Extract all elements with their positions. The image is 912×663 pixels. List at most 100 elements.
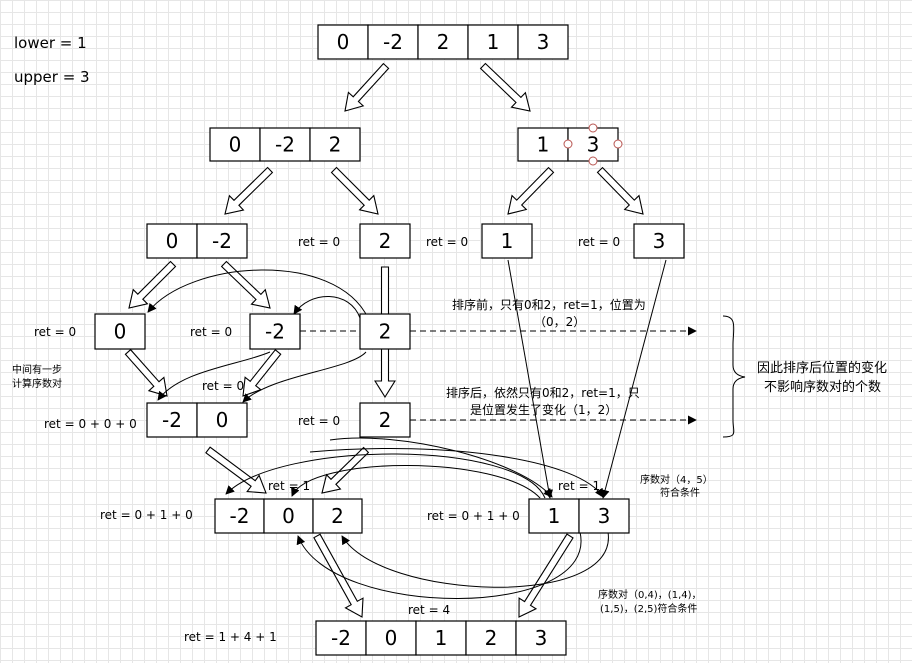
block-arrow xyxy=(330,166,379,215)
curve-final-1 xyxy=(296,531,582,599)
block-arrow xyxy=(344,62,390,112)
array-cell-value: 3 xyxy=(598,504,611,528)
array-cell-value: -2 xyxy=(331,626,351,650)
array-cell[interactable] xyxy=(309,127,361,162)
note-pair45-1: 序数对（4，5） xyxy=(640,473,713,486)
note-conclusion-1: 因此排序后位置的变化 xyxy=(757,360,887,376)
array-cell[interactable] xyxy=(209,127,261,162)
array-cell[interactable] xyxy=(467,24,519,60)
array-cell-value: 1 xyxy=(501,229,514,253)
array-cell-value: 3 xyxy=(587,133,600,157)
curve-swap-top-1 xyxy=(147,269,369,319)
ret-l5-left: ret = 0 + 1 + 0 xyxy=(100,508,193,522)
array-cell-value: -2 xyxy=(265,320,285,344)
array-cell-value: 2 xyxy=(379,408,392,432)
array-cell[interactable] xyxy=(517,127,569,162)
note-after-sort-1: 排序后，依然只有0和2，ret=1，只 xyxy=(446,385,640,400)
ret-l4-top: ret = 0 xyxy=(202,379,244,393)
array-cell-value: 2 xyxy=(379,320,392,344)
array-cell[interactable] xyxy=(146,402,198,438)
array-cell[interactable] xyxy=(517,24,569,60)
array-cell-value: 3 xyxy=(537,30,550,54)
block-arrow xyxy=(220,260,271,309)
array-cell-value: 0 xyxy=(385,626,398,650)
array-cell-value: 0 xyxy=(229,133,242,157)
array-l3-two: 2 xyxy=(359,313,411,350)
array-cell-value: -2 xyxy=(275,133,295,157)
array-cell-value: 1 xyxy=(435,626,448,650)
ret-final-top: ret = 4 xyxy=(408,603,450,617)
array-cell[interactable] xyxy=(578,498,630,534)
arrow-three-down xyxy=(600,259,667,499)
lower-param: lower = 1 xyxy=(14,34,87,52)
note-middle-step-1: 中间有一步 xyxy=(12,363,62,376)
array-l3-zero: 0 xyxy=(94,313,146,350)
array-cell-value: 1 xyxy=(537,133,550,157)
ret-l5-right-top: ret = 1 xyxy=(558,479,600,493)
array-l3-neg2: -2 xyxy=(249,313,301,350)
array-cell[interactable] xyxy=(315,620,367,656)
ret-l2-three: ret = 0 xyxy=(578,235,620,249)
selection-handles[interactable] xyxy=(563,123,623,166)
array-cell-value: -2 xyxy=(212,229,232,253)
array-cell-value: 2 xyxy=(329,133,342,157)
array-cell-value: -2 xyxy=(162,408,182,432)
array-cell[interactable] xyxy=(263,498,314,534)
curve-swap-mid-2 xyxy=(242,351,367,403)
curve-final-2 xyxy=(341,531,609,588)
array-cell[interactable] xyxy=(359,223,411,259)
array-cell[interactable] xyxy=(259,127,311,162)
array-cell-value: -2 xyxy=(230,504,250,528)
array-cell[interactable] xyxy=(359,313,411,350)
array-cell[interactable] xyxy=(417,24,469,60)
array-cell[interactable] xyxy=(481,223,533,259)
array-l4-merged: -2 0 xyxy=(146,402,248,438)
array-cell-value: 0 xyxy=(337,30,350,54)
block-arrow xyxy=(124,348,168,397)
array-cell-value: 0 xyxy=(282,504,295,528)
array-cell[interactable] xyxy=(196,402,248,438)
array-l2-two: 2 xyxy=(359,223,411,259)
block-arrow xyxy=(128,260,177,309)
array-cell-value: -2 xyxy=(383,30,403,54)
block-arrow xyxy=(518,533,574,618)
ret-l5-right: ret = 0 + 1 + 0 xyxy=(427,509,520,523)
array-cell[interactable] xyxy=(94,313,146,350)
ret-l2-two: ret = 0 xyxy=(298,235,340,249)
array-cell[interactable] xyxy=(465,620,517,656)
array-cell[interactable] xyxy=(196,223,248,259)
note-before-sort-2: （0，2） xyxy=(534,315,585,329)
array-cell-value: 2 xyxy=(437,30,450,54)
array-cell-value: 0 xyxy=(216,408,229,432)
movement-arrows xyxy=(147,259,746,599)
note-middle-step-2: 计算序数对 xyxy=(12,377,62,390)
ret-l4-two: ret = 0 xyxy=(298,414,340,428)
array-cell-value: 2 xyxy=(485,626,498,650)
note-pairs-final-1: 序数对（0,4)，(1,4)， xyxy=(598,588,702,601)
array-cell[interactable] xyxy=(515,620,567,656)
note-pair45-2: 符合条件 xyxy=(660,486,700,499)
block-arrow xyxy=(242,349,282,397)
array-l2-three: 3 xyxy=(633,223,685,259)
curve-swap-top-2 xyxy=(293,296,361,319)
array-cell[interactable] xyxy=(312,498,363,534)
array-cell[interactable] xyxy=(359,402,411,438)
array-cell[interactable] xyxy=(365,620,417,656)
array-cell[interactable] xyxy=(214,498,265,534)
array-cell-value: 0 xyxy=(114,320,127,344)
array-cell[interactable] xyxy=(249,313,301,350)
array-cell[interactable] xyxy=(367,24,419,60)
block-arrow xyxy=(596,166,644,215)
curve-merge-1 xyxy=(225,453,546,499)
array-cell-value: 0 xyxy=(166,229,179,253)
array-cell[interactable] xyxy=(633,223,685,259)
upper-param: upper = 3 xyxy=(14,68,90,86)
array-cell[interactable] xyxy=(415,620,467,656)
block-arrow xyxy=(507,166,555,215)
curve-swap-mid-1 xyxy=(157,351,271,401)
array-cell[interactable] xyxy=(528,498,580,534)
ret-l2-one: ret = 0 xyxy=(426,235,468,249)
